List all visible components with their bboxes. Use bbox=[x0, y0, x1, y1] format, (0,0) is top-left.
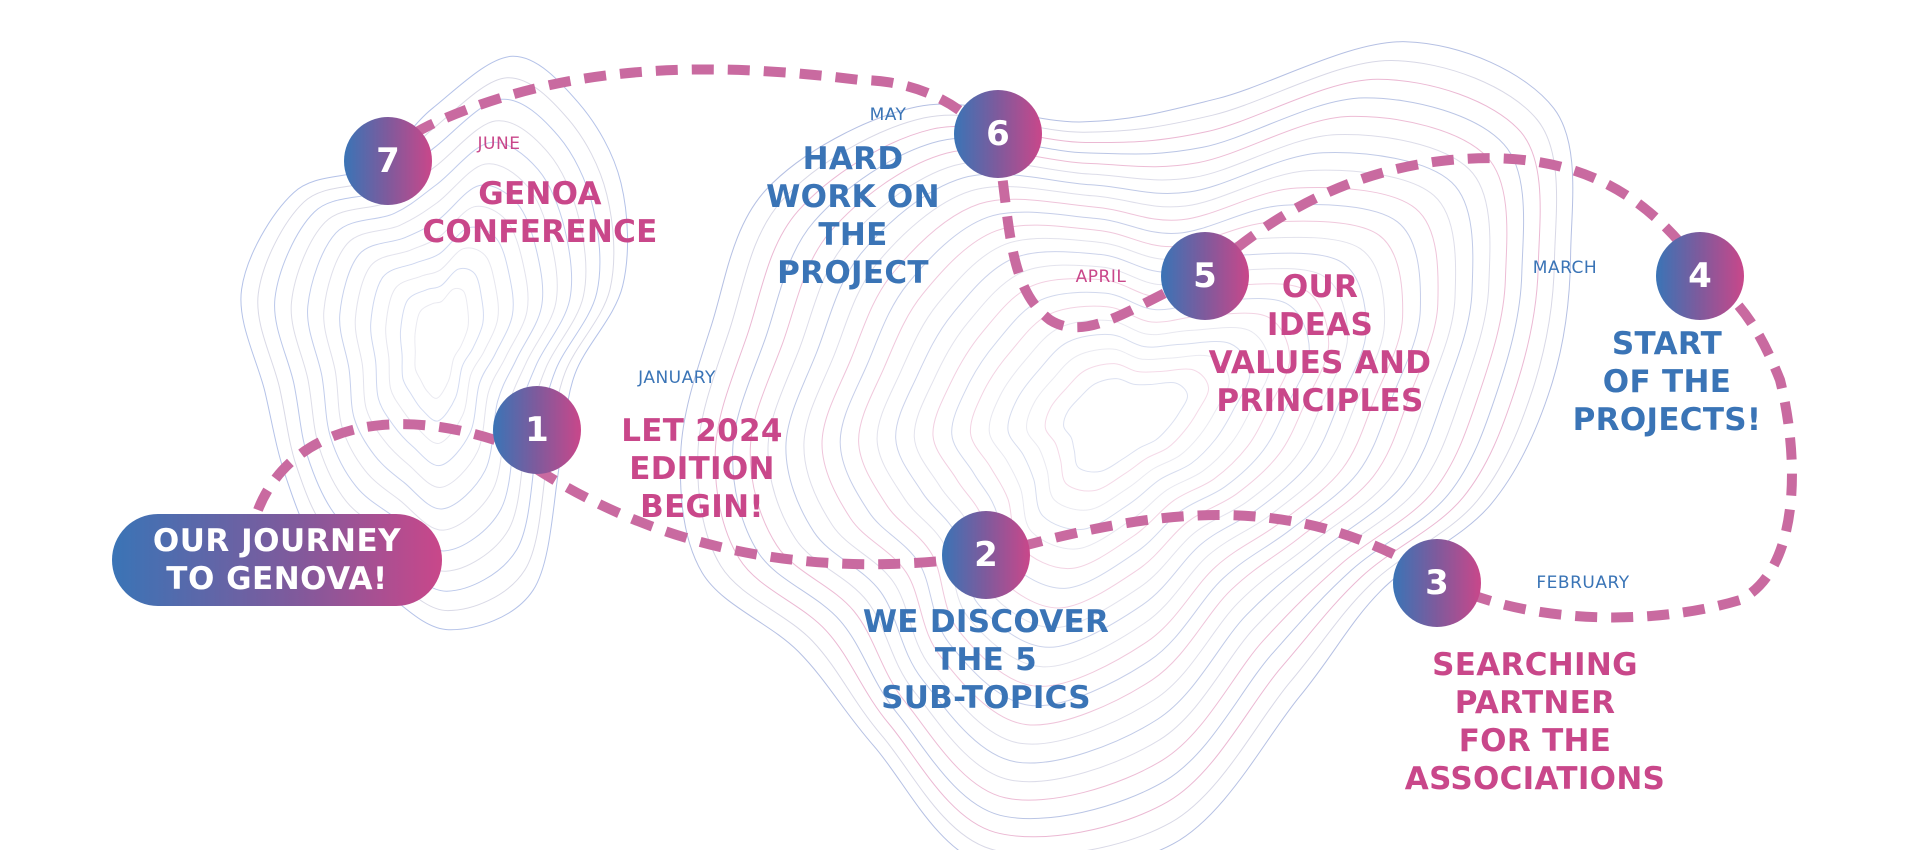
step-2-label: WE DISCOVER THE 5 SUB-TOPICS bbox=[862, 604, 1110, 716]
journey-title-pill: OUR JOURNEY TO GENOVA! bbox=[112, 514, 442, 606]
step-1-node: 1 bbox=[493, 386, 581, 474]
step-6-month: MAY bbox=[869, 105, 907, 125]
step-4-node: 4 bbox=[1656, 232, 1744, 320]
step-7-month: JUNE bbox=[477, 134, 521, 154]
step-4-label: START OF THE PROJECTS! bbox=[1572, 326, 1762, 438]
step-4-month: MARCH bbox=[1532, 258, 1598, 278]
step-6-label: HARD WORK ON THE PROJECT bbox=[766, 141, 940, 291]
step-1-month: JANUARY bbox=[638, 368, 716, 388]
step-7-label: GENOA CONFERENCE bbox=[422, 176, 658, 250]
step-3-node: 3 bbox=[1393, 539, 1481, 627]
step-2-node: 2 bbox=[942, 511, 1030, 599]
step-5-node: 5 bbox=[1161, 232, 1249, 320]
step-7-node: 7 bbox=[344, 117, 432, 205]
step-5-label: OUR IDEAS VALUES AND PRINCIPLES bbox=[1208, 269, 1432, 419]
step-6-node: 6 bbox=[954, 90, 1042, 178]
step-1-label: LET 2024 EDITION BEGIN! bbox=[621, 413, 783, 525]
step-3-month: FEBRUARY bbox=[1536, 573, 1630, 593]
step-3-label: SEARCHING PARTNER FOR THE ASSOCIATIONS bbox=[1404, 647, 1666, 797]
step-5-month: APRIL bbox=[1075, 267, 1127, 287]
